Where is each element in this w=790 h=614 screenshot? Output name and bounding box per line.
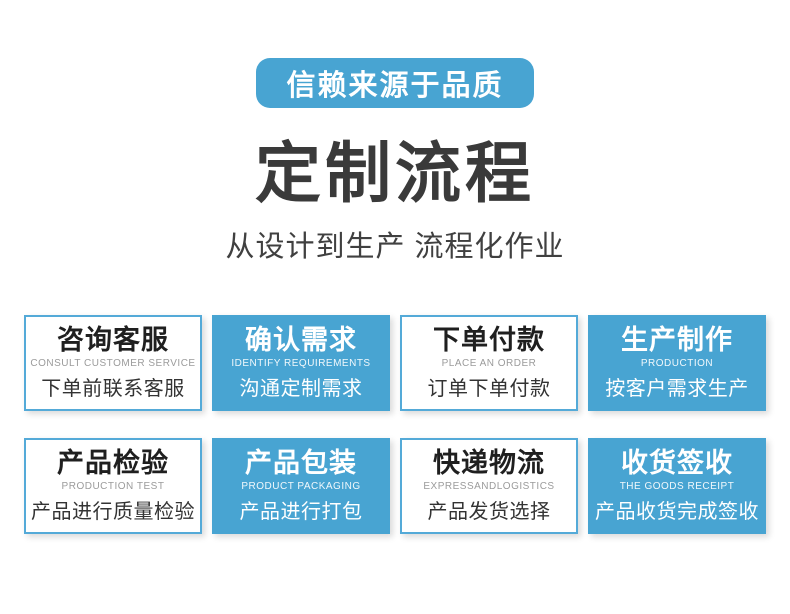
step-subtitle-en: PLACE AN ORDER [441,358,537,370]
step-subtitle-en: IDENTIFY REQUIREMENTS [231,358,371,370]
step-subtitle-en: PRODUCT PACKAGING [241,481,361,493]
step-description: 产品进行质量检验 [31,501,195,524]
step-card-product-packaging: 产品包装 PRODUCT PACKAGING 产品进行打包 [212,438,390,535]
step-subtitle-en: PRODUCTION [640,358,714,370]
step-card-place-order: 下单付款 PLACE AN ORDER 订单下单付款 [400,315,578,412]
step-card-identify-requirements: 确认需求 IDENTIFY REQUIREMENTS 沟通定制需求 [212,315,390,412]
page-subtitle: 从设计到生产 流程化作业 [225,231,565,264]
step-card-express-logistics: 快递物流 EXPRESSANDLOGISTICS 产品发货选择 [400,438,578,535]
step-title: 咨询客服 [57,325,169,356]
step-subtitle-en: THE GOODS RECEIPT [619,481,735,493]
step-description: 产品进行打包 [239,501,363,524]
page-title: 定制流程 [255,136,535,210]
step-title: 生产制作 [621,325,733,356]
step-card-production-test: 产品检验 PRODUCTION TEST 产品进行质量检验 [24,438,202,535]
quality-banner: 信赖来源于品质 [256,58,534,108]
step-description: 产品发货选择 [427,501,551,524]
step-card-consult-service: 咨询客服 CONSULT CUSTOMER SERVICE 下单前联系客服 [24,315,202,412]
step-card-production: 生产制作 PRODUCTION 按客户需求生产 [588,315,766,412]
step-description: 按客户需求生产 [605,378,749,401]
step-card-goods-receipt: 收货签收 THE GOODS RECEIPT 产品收货完成签收 [588,438,766,535]
step-subtitle-en: PRODUCTION TEST [61,481,165,493]
step-subtitle-en: EXPRESSANDLOGISTICS [423,481,555,493]
process-steps-grid: 咨询客服 CONSULT CUSTOMER SERVICE 下单前联系客服 确认… [24,315,766,535]
step-title: 确认需求 [245,325,357,356]
quality-banner-label: 信赖来源于品质 [286,70,504,102]
step-title: 产品检验 [57,448,169,479]
step-title: 产品包装 [245,448,357,479]
step-description: 沟通定制需求 [239,378,363,401]
step-description: 订单下单付款 [427,378,551,401]
step-title: 下单付款 [433,325,545,356]
step-title: 收货签收 [621,448,733,479]
step-description: 下单前联系客服 [41,378,185,401]
step-subtitle-en: CONSULT CUSTOMER SERVICE [30,358,196,370]
step-description: 产品收货完成签收 [595,501,759,524]
step-title: 快递物流 [433,448,545,479]
